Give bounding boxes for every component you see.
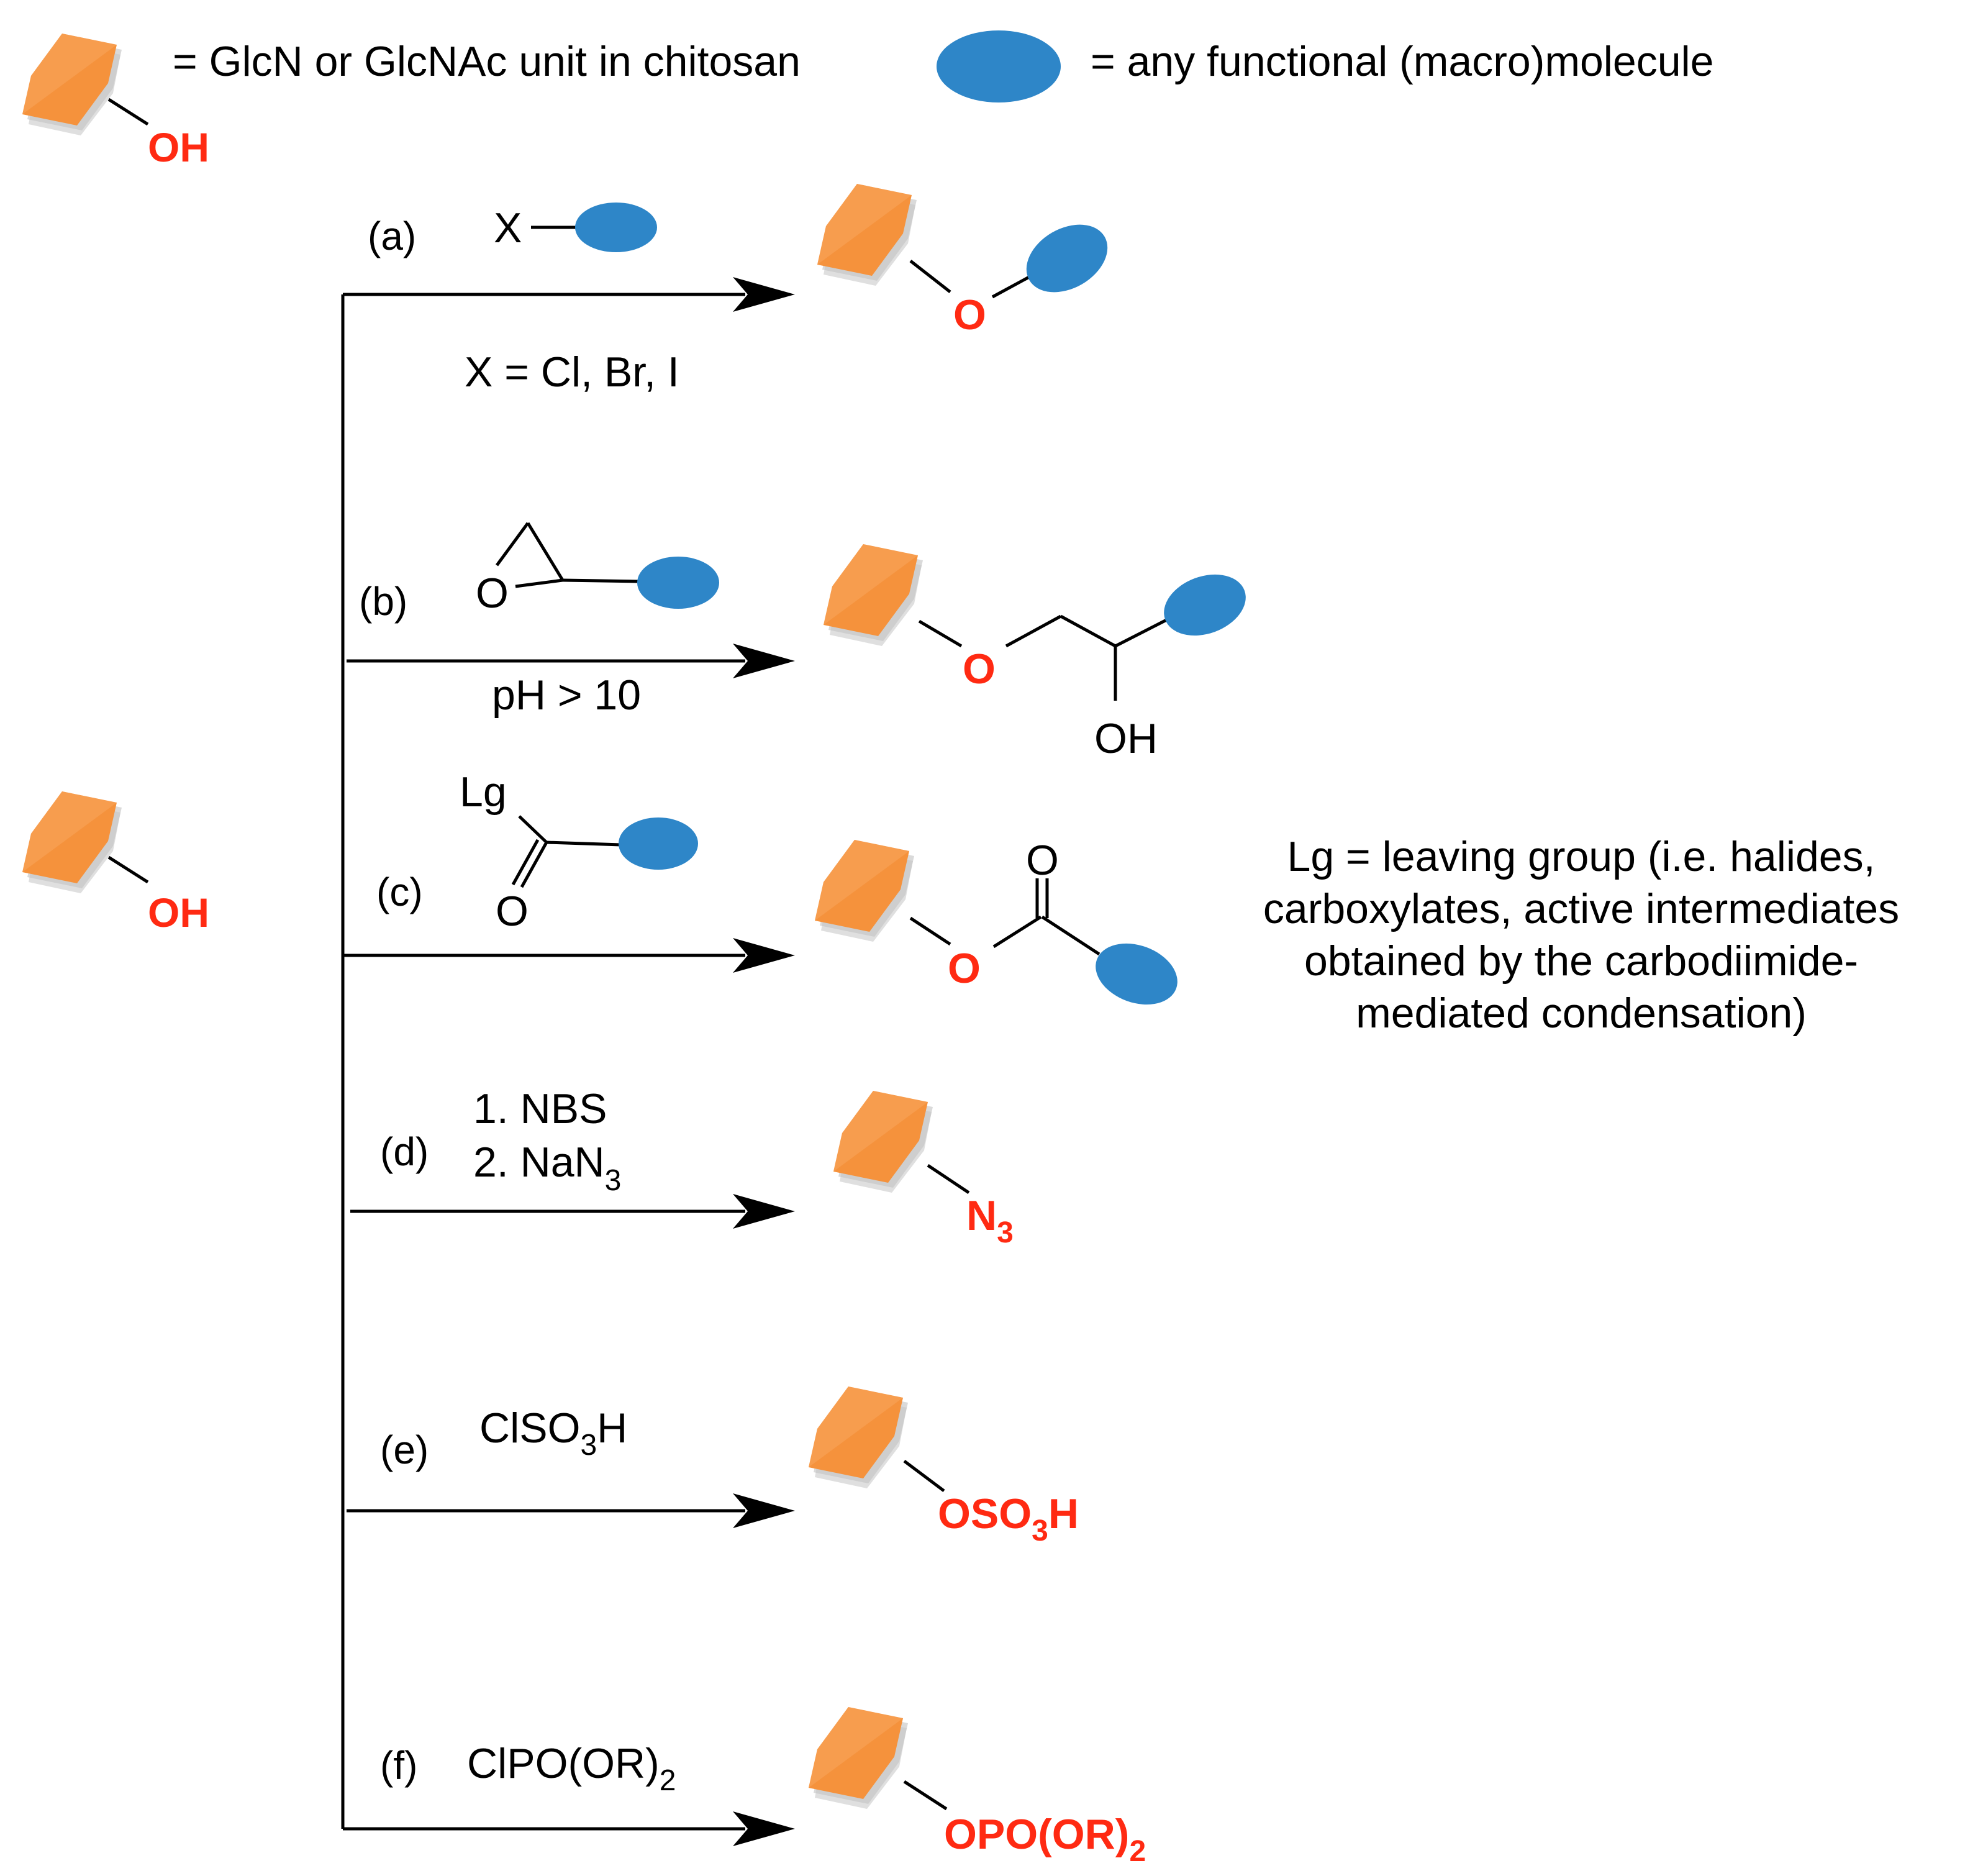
reaction-tag: (f) xyxy=(380,1743,417,1788)
leaving-group-note: Lg = leaving group (i.e. halides, carbox… xyxy=(1263,833,1899,1037)
note-line: Lg = leaving group (i.e. halides, xyxy=(1287,833,1876,880)
product-text: OPO(OR) xyxy=(944,1811,1129,1858)
note-line: obtained by the carbodiimide- xyxy=(1304,937,1858,985)
bond-line xyxy=(909,260,951,293)
arrowhead xyxy=(733,1811,795,1846)
reagent-chlorophosphate: ClPO(OR)2 xyxy=(467,1740,676,1797)
arrowhead xyxy=(733,938,795,973)
legend-unit-label: = GlcN or GlcNAc unit in chitosan xyxy=(173,38,801,85)
bond-line xyxy=(107,98,149,126)
bond-line xyxy=(107,855,149,884)
chitosan-unit-icon xyxy=(815,840,914,942)
reaction-tag: (c) xyxy=(376,870,423,914)
product-subscript: 2 xyxy=(1129,1835,1146,1868)
functional-molecule-icon xyxy=(1164,574,1246,636)
reagent-leaving-group: Lg xyxy=(460,768,507,816)
bond-line xyxy=(518,815,548,844)
bond-line xyxy=(918,619,963,648)
legend-molecule-label: = any functional (macro)molecule xyxy=(1091,38,1713,85)
start-oh: OH xyxy=(148,890,209,936)
bond-line xyxy=(1005,614,1062,648)
reagent-end: H xyxy=(597,1405,627,1452)
reagent-step-2-text: 2. NaN xyxy=(473,1139,605,1186)
product-azide-text: N xyxy=(966,1192,997,1239)
arrowhead xyxy=(733,1493,795,1528)
reaction-tag: (b) xyxy=(359,579,407,624)
functional-molecule-icon xyxy=(575,203,657,252)
chitosan-unit-icon xyxy=(809,1387,908,1488)
epoxide-oxygen: O xyxy=(476,570,509,617)
legend-oh: OH xyxy=(148,124,209,170)
reaction-condition: pH > 10 xyxy=(492,672,641,719)
bond-line xyxy=(515,578,563,588)
reaction-b: (b) O pH > 10 O OH xyxy=(347,522,1246,762)
chitosan-unit-icon xyxy=(824,544,923,646)
product-phosphate: OPO(OR)2 xyxy=(944,1811,1146,1868)
reagent-step-2-subscript: 3 xyxy=(605,1164,622,1197)
reaction-e: (e) ClSO3H OSO3H xyxy=(347,1387,1079,1547)
bond-line xyxy=(1041,915,1100,956)
bond-line xyxy=(562,578,640,583)
product-oxygen: O xyxy=(953,291,986,339)
product-azide-subscript: 3 xyxy=(997,1216,1014,1249)
reagent-text: ClSO xyxy=(479,1405,580,1452)
arrowhead xyxy=(733,277,795,312)
arrowhead xyxy=(733,644,795,678)
bond-line xyxy=(495,522,530,567)
functional-molecule-icon xyxy=(1026,224,1108,293)
product-carbonyl-oxygen: O xyxy=(1026,837,1059,884)
bond-line xyxy=(903,1780,948,1811)
functional-molecule-icon xyxy=(1096,943,1178,1005)
product-text: OSO xyxy=(938,1490,1032,1537)
chitosan-unit-icon xyxy=(809,1707,908,1809)
reagent-carbonyl-oxygen: O xyxy=(496,888,529,935)
note-line: carboxylates, active intermediates xyxy=(1263,885,1899,932)
reaction-a: (a) X X = Cl, Br, I O xyxy=(343,184,1108,396)
bond-line xyxy=(511,839,540,886)
reaction-c: (c) Lg O O O xyxy=(343,768,1178,1005)
reaction-tag: (e) xyxy=(380,1427,429,1472)
starting-material: OH xyxy=(22,791,209,936)
reaction-f: (f) ClPO(OR)2 OPO(OR)2 xyxy=(343,1707,1146,1868)
reagent-step-1: 1. NBS xyxy=(473,1085,607,1132)
bond-line xyxy=(526,522,565,581)
functional-molecule-icon xyxy=(619,817,698,870)
bond-line xyxy=(1114,614,1175,648)
chitosan-unit-icon xyxy=(22,34,122,135)
product-oxygen: O xyxy=(963,645,996,693)
reagent-subscript: 3 xyxy=(580,1429,597,1462)
chitosan-unit-icon xyxy=(817,184,917,286)
reagent-text: ClPO(OR) xyxy=(467,1740,660,1787)
reagent-step-2: 2. NaN3 xyxy=(473,1139,621,1197)
bond-line xyxy=(1060,614,1117,648)
bond-line xyxy=(992,915,1042,949)
reaction-d: (d) 1. NBS 2. NaN3 N3 xyxy=(350,1085,1014,1249)
bond-line xyxy=(903,1460,945,1492)
reaction-tag: (d) xyxy=(380,1129,429,1174)
product-end: H xyxy=(1048,1490,1079,1537)
note-line: mediated condensation) xyxy=(1356,990,1807,1037)
bond-line xyxy=(520,841,548,888)
functional-molecule-icon xyxy=(637,557,719,609)
product-hydroxyl: OH xyxy=(1094,715,1158,762)
reaction-tag: (a) xyxy=(368,214,416,258)
bond-line xyxy=(546,840,622,847)
product-azide: N3 xyxy=(966,1192,1014,1249)
legend: OH = GlcN or GlcNAc unit in chitosan = a… xyxy=(22,30,1713,170)
reagent-x: X xyxy=(494,204,522,252)
product-subscript: 3 xyxy=(1032,1514,1048,1547)
chitosan-unit-icon xyxy=(22,791,122,893)
bond-line xyxy=(927,1163,970,1195)
arrowhead xyxy=(733,1194,795,1229)
product-sulfate: OSO3H xyxy=(938,1490,1079,1547)
reagent-subscript: 2 xyxy=(660,1764,676,1797)
reagent-chlorosulfonic-acid: ClSO3H xyxy=(479,1405,627,1462)
functional-molecule-icon xyxy=(937,30,1061,102)
product-oxygen: O xyxy=(948,945,981,992)
chitosan-unit-icon xyxy=(833,1091,933,1193)
reagent-note: X = Cl, Br, I xyxy=(465,348,679,396)
bond-line xyxy=(909,916,951,946)
